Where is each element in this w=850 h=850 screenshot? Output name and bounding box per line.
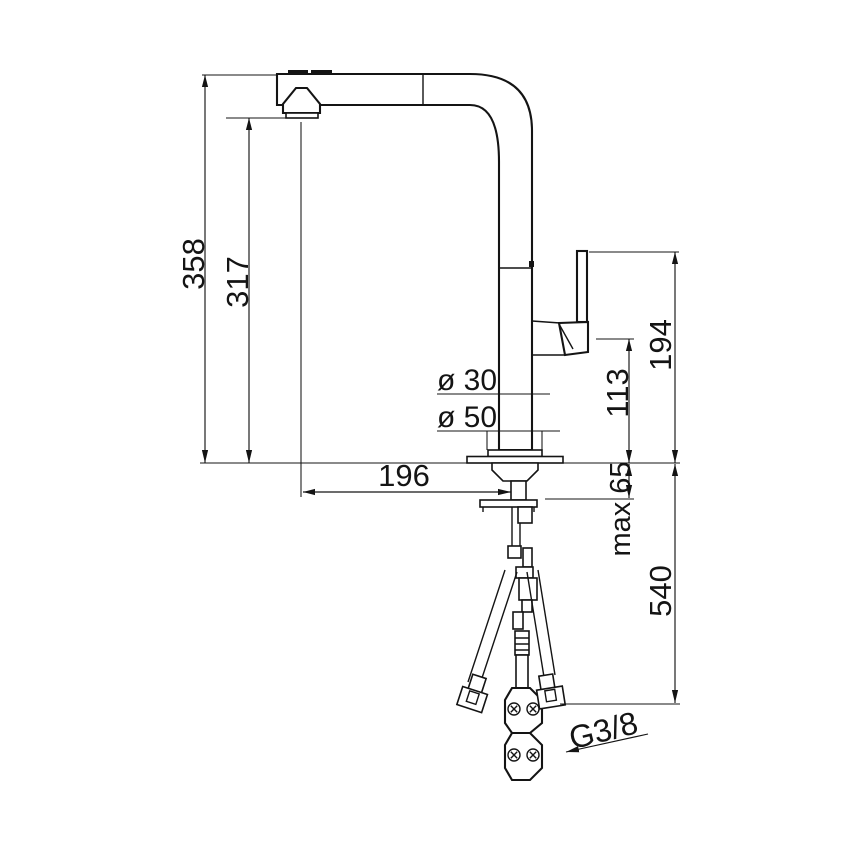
base-plate	[466, 455, 564, 464]
dimension-label-317: 317	[220, 256, 255, 308]
dimension-base-diameter: ø 50	[437, 401, 560, 450]
aerator-ring	[285, 112, 319, 119]
dimension-spout-top-height: 358	[176, 74, 278, 463]
mounting-nut	[517, 506, 533, 524]
dimension-label-113: 113	[600, 368, 635, 417]
center-hose-tube	[515, 654, 529, 689]
connector-block-upper	[515, 566, 534, 579]
under-deck-gasket	[491, 462, 539, 482]
supply-hose-right	[526, 569, 556, 678]
dimension-thread-size: G3/8	[565, 704, 649, 756]
hose-end-cap	[507, 545, 522, 559]
hose-clip-detail	[529, 261, 534, 267]
aerator-nozzle	[281, 86, 322, 115]
hose-coupler	[512, 611, 524, 630]
lever-handle	[575, 249, 589, 324]
dimension-spout-reach: 196	[300, 122, 511, 497]
spray-head-button	[311, 70, 332, 75]
washer-tab	[482, 507, 535, 512]
hose-fitting-left	[455, 685, 489, 714]
mounting-hardware-group	[455, 462, 567, 782]
connector-notch	[521, 599, 533, 613]
base-flange	[487, 449, 543, 458]
hose-stub	[522, 547, 533, 568]
dimension-max-mounting-thickness: max 65	[545, 461, 637, 557]
connector-barrel-lower	[503, 731, 544, 782]
hose-fitting-right	[535, 685, 567, 710]
dimension-label-max65: max 65	[605, 461, 637, 556]
threaded-adapter	[514, 630, 530, 656]
dimension-label-196: 196	[378, 458, 430, 493]
cartridge-ledge-top	[531, 320, 561, 324]
screw-icon	[507, 748, 521, 762]
handle-housing-crease	[558, 323, 574, 350]
connector-barrel-upper	[503, 686, 544, 735]
spray-head-button	[288, 70, 308, 75]
dimension-handle-underside-height: 113	[596, 338, 635, 463]
screw-icon	[526, 748, 540, 762]
dimension-body-diameter: ø 30	[437, 364, 550, 397]
dimension-label-540: 540	[643, 565, 678, 617]
dimension-label-dia50: ø 50	[437, 401, 497, 434]
thread-lines	[515, 637, 529, 651]
mounting-washer	[479, 499, 538, 508]
dimension-label-g38: G3/8	[565, 704, 641, 756]
handle-housing	[557, 320, 590, 357]
dimension-handle-top-height: 194	[589, 251, 679, 463]
dimension-label-358: 358	[176, 238, 211, 290]
supply-hose-left	[467, 569, 518, 685]
screw-icon	[507, 702, 521, 716]
dimension-spout-outlet-height: 317	[220, 117, 316, 463]
faucet-outline-group	[200, 70, 680, 464]
dimension-label-194: 194	[643, 319, 678, 371]
dimension-hose-drop-length: 540	[560, 464, 680, 705]
dimension-label-dia30: ø 30	[437, 364, 497, 397]
mounting-stud	[510, 480, 527, 501]
